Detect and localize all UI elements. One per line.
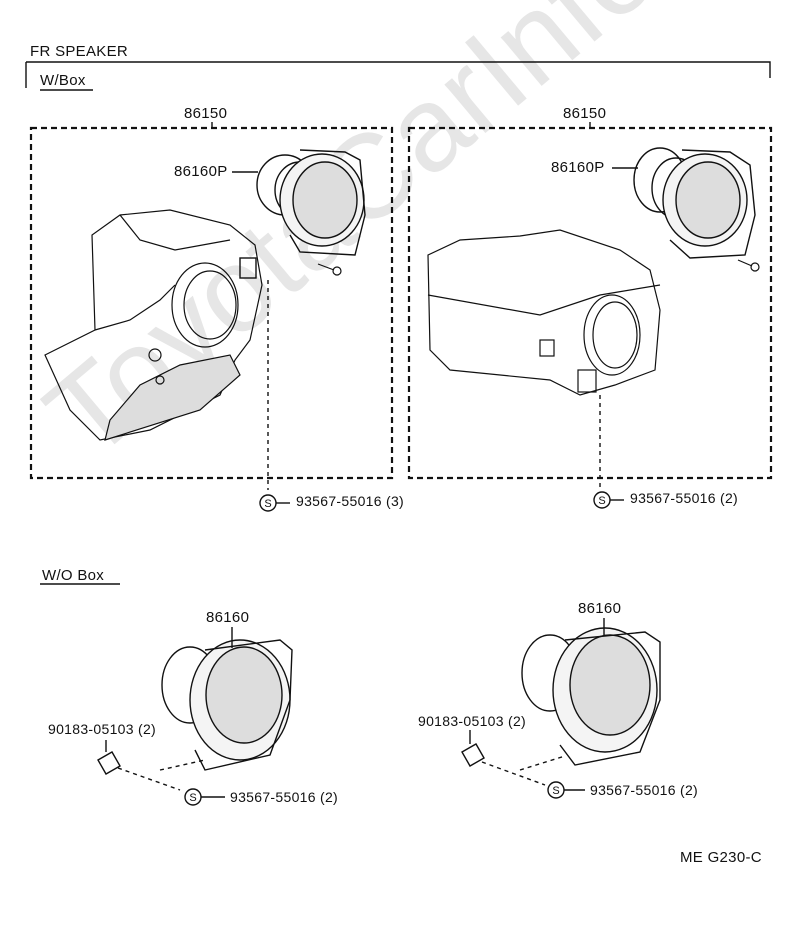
speaker-86160-right (521, 627, 661, 766)
part-screw-right: 93567-55016 (2) (630, 490, 739, 506)
speaker-86160p-right (633, 147, 756, 259)
part-screw-lower-right: 93567-55016 (2) (590, 782, 699, 798)
title-frame-line (26, 61, 771, 78)
part-screw-lower-left: 93567-55016 (2) (230, 789, 339, 805)
s-letter-4: S (552, 785, 559, 797)
part-86150-left: 86150 (184, 105, 228, 122)
s-letter-2: S (598, 495, 605, 507)
speaker-86160-left (161, 639, 293, 771)
screw-right (737, 259, 760, 272)
speaker-86160p-left (256, 149, 366, 256)
section-with-box: W/Box (40, 72, 86, 89)
screw-left (317, 263, 342, 276)
footer-code: ME G230-C (680, 849, 762, 866)
part-nut-right: 90183-05103 (2) (418, 713, 527, 729)
s-letter-3: S (189, 792, 196, 804)
speaker-box-left (44, 209, 263, 441)
nut-left (97, 751, 121, 775)
part-nut-left: 90183-05103 (2) (48, 721, 157, 737)
part-86160p-left: 86160P (174, 163, 228, 180)
nut-right (461, 743, 485, 767)
part-screw-left: 93567-55016 (3) (296, 493, 405, 509)
part-86160-left: 86160 (206, 609, 250, 626)
s-letter-1: S (264, 498, 271, 510)
speaker-box-right (427, 229, 661, 396)
part-86160-right: 86160 (578, 600, 622, 617)
diagram-title: FR SPEAKER (30, 43, 129, 60)
section-without-box: W/O Box (42, 567, 105, 584)
clip-left (239, 257, 257, 279)
part-86150-right: 86150 (563, 105, 607, 122)
part-86160p-right: 86160P (551, 159, 605, 176)
